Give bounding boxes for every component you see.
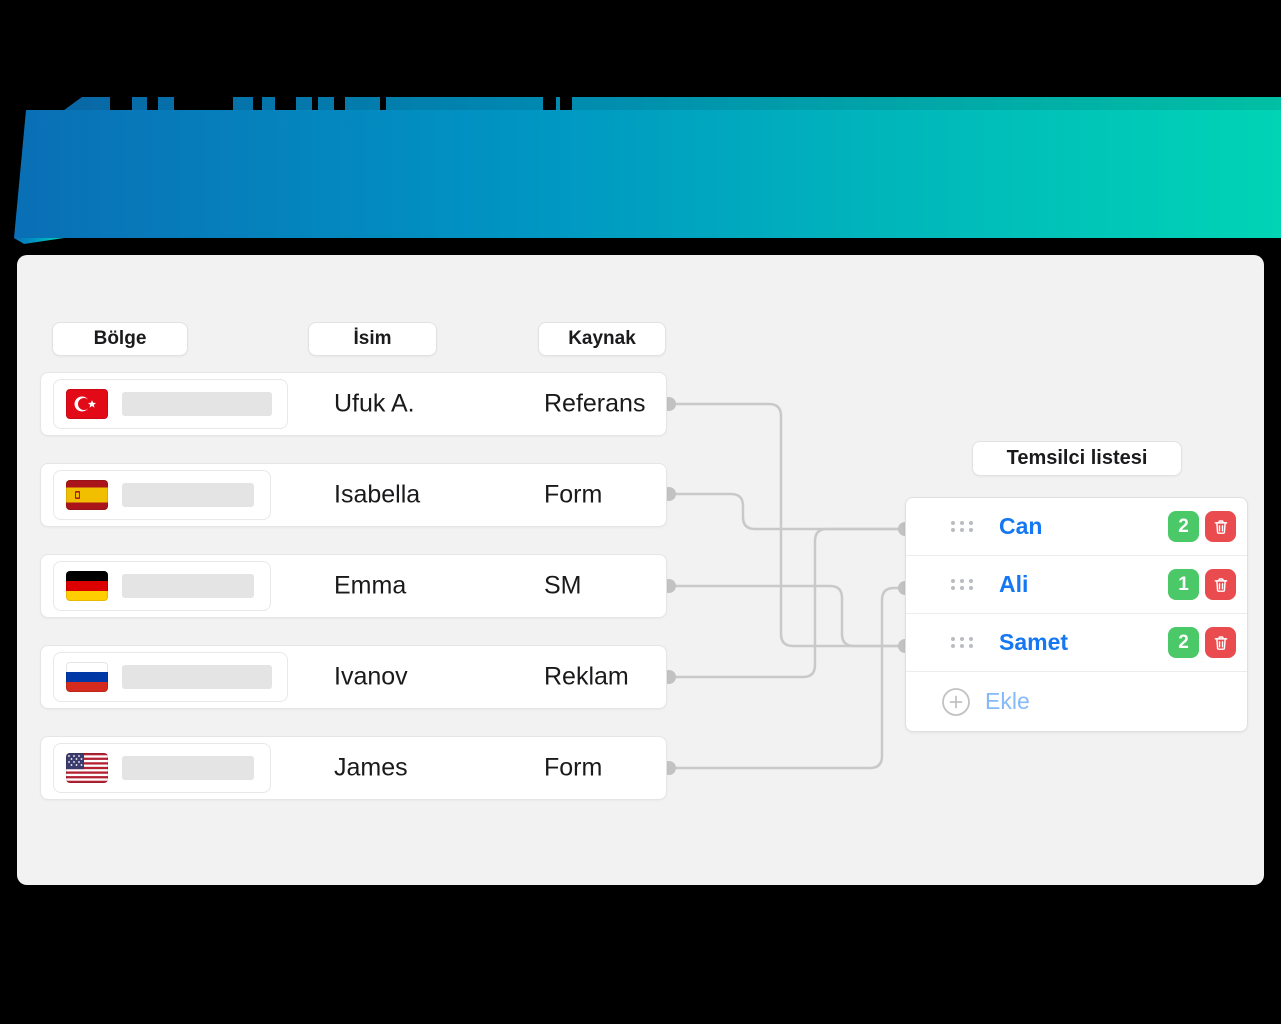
column-header-source: Kaynak bbox=[538, 322, 666, 356]
column-header-name: İsim bbox=[308, 322, 437, 356]
delete-representative-button[interactable] bbox=[1205, 569, 1236, 600]
banner-band bbox=[14, 110, 1281, 238]
drag-handle-icon[interactable] bbox=[951, 521, 973, 532]
lead-source: Form bbox=[544, 753, 603, 782]
region-chip bbox=[53, 652, 288, 702]
main-panel: Bölge İsim Kaynak bbox=[17, 255, 1264, 885]
region-placeholder-bar bbox=[122, 574, 254, 598]
representative-list-title: Temsilci listesi bbox=[972, 441, 1182, 476]
representative-name[interactable]: Ali bbox=[999, 571, 1029, 597]
column-header-region: Bölge bbox=[52, 322, 188, 356]
banner-tail bbox=[14, 238, 64, 244]
region-placeholder-bar bbox=[122, 483, 254, 507]
add-representative-button[interactable]: Ekle bbox=[906, 672, 1247, 731]
trash-icon bbox=[1214, 635, 1227, 650]
drag-handle-icon[interactable] bbox=[951, 637, 973, 648]
connector-isabella-can bbox=[667, 492, 905, 531]
drag-handle-icon[interactable] bbox=[951, 579, 973, 590]
trash-icon bbox=[1214, 577, 1227, 592]
lead-source: Form bbox=[544, 480, 603, 509]
lead-source: SM bbox=[544, 571, 582, 600]
lead-name: Emma bbox=[334, 571, 407, 600]
region-placeholder-bar bbox=[122, 756, 254, 780]
representative-list: Can 2 Ali 1 bbox=[905, 497, 1248, 732]
assigned-count-badge: 2 bbox=[1168, 511, 1199, 542]
connector-james-ali bbox=[667, 586, 905, 770]
add-representative-label: Ekle bbox=[985, 688, 1030, 714]
flag-turkey-icon bbox=[66, 389, 108, 419]
representative-row-can: Can 2 bbox=[906, 498, 1247, 556]
connector-emma-samet bbox=[667, 584, 905, 648]
lead-row-spain: Isabella Form bbox=[40, 463, 667, 527]
representative-name[interactable]: Can bbox=[999, 513, 1043, 539]
flag-russia-icon bbox=[66, 662, 108, 692]
region-chip bbox=[53, 379, 288, 429]
region-placeholder-bar bbox=[122, 392, 272, 416]
region-chip bbox=[53, 561, 271, 611]
representative-row-ali: Ali 1 bbox=[906, 556, 1247, 614]
lead-name: Ufuk A. bbox=[334, 389, 415, 418]
lead-row-usa: James Form bbox=[40, 736, 667, 800]
flag-germany-icon bbox=[66, 571, 108, 601]
representative-name[interactable]: Samet bbox=[999, 629, 1069, 655]
lead-name: James bbox=[334, 753, 408, 782]
lead-row-turkey: Ufuk A. Referans bbox=[40, 372, 667, 436]
connector-dots bbox=[662, 397, 912, 775]
lead-source: Reklam bbox=[544, 662, 629, 691]
hero-gradient-banner bbox=[14, 97, 1281, 244]
lead-name: Ivanov bbox=[334, 662, 408, 691]
lead-row-russia: Ivanov Reklam bbox=[40, 645, 667, 709]
lead-row-germany: Emma SM bbox=[40, 554, 667, 618]
region-chip bbox=[53, 470, 271, 520]
assigned-count-badge: 2 bbox=[1168, 627, 1199, 658]
lead-name: Isabella bbox=[334, 480, 421, 509]
connector-ivanov-can bbox=[667, 527, 905, 679]
lead-source: Referans bbox=[544, 389, 646, 418]
region-chip bbox=[53, 743, 271, 793]
representative-row-samet: Samet 2 bbox=[906, 614, 1247, 672]
flag-usa-icon bbox=[66, 753, 108, 783]
delete-representative-button[interactable] bbox=[1205, 627, 1236, 658]
trash-icon bbox=[1214, 519, 1227, 534]
region-placeholder-bar bbox=[122, 665, 272, 689]
delete-representative-button[interactable] bbox=[1205, 511, 1236, 542]
plus-circle-icon bbox=[941, 687, 971, 717]
connector-ufuk-samet bbox=[667, 402, 905, 648]
assigned-count-badge: 1 bbox=[1168, 569, 1199, 600]
flag-spain-icon bbox=[66, 480, 108, 510]
